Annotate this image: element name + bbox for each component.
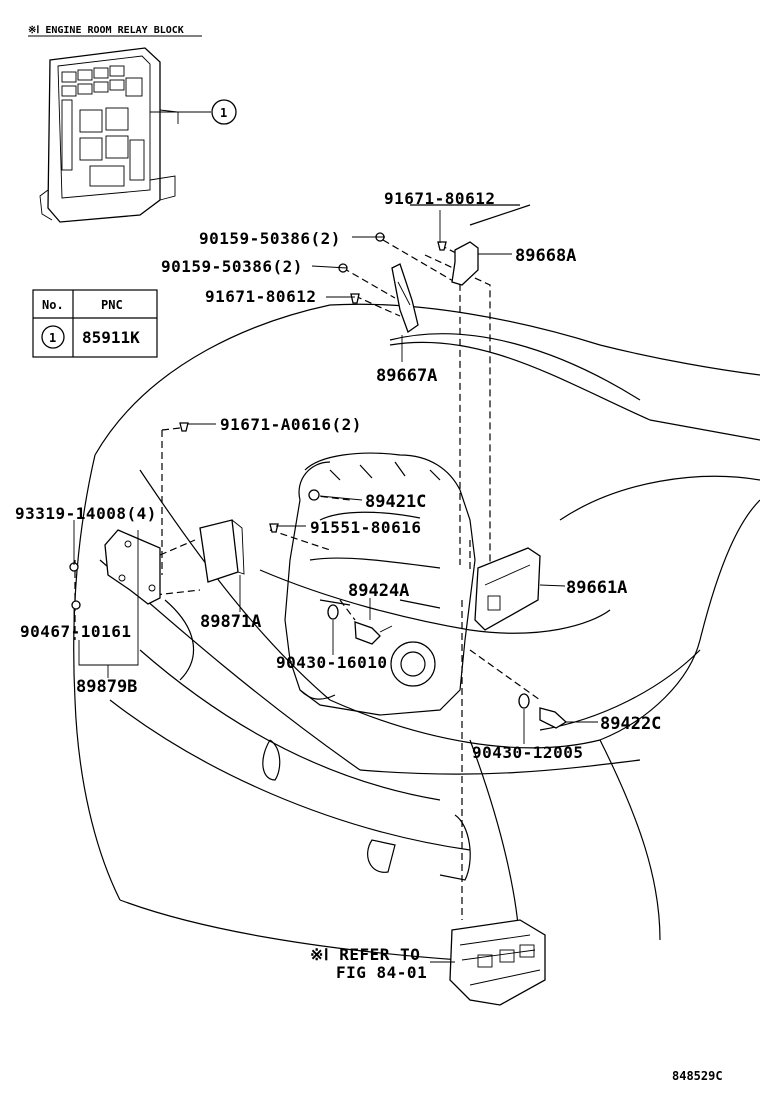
bracket-89879B-illustration	[104, 529, 161, 605]
label-89668A: 89668A	[515, 246, 576, 266]
label-90430-16010: 90430-16010	[276, 653, 387, 672]
label-91551-80616: 91551-80616	[310, 518, 421, 537]
sensor-89424A-illustration	[354, 621, 393, 645]
relay-block-bottom-illustration	[449, 919, 546, 1006]
sensor-89422C-illustration	[539, 707, 568, 729]
pnc-table-row-pnc: 85911K	[82, 328, 140, 347]
label-90430-12005: 90430-12005	[472, 743, 583, 762]
label-91671-80612-mid: 91671-80612	[205, 287, 316, 306]
relay-block-top-illustration	[39, 47, 179, 223]
pnc-table-col-pnc: PNC	[101, 298, 123, 312]
label-90159-50386-a: 90159-50386(2)	[199, 229, 341, 248]
pnc-table-row-no: 1	[49, 331, 56, 345]
label-89667A: 89667A	[376, 366, 437, 386]
ecu-89871A-illustration	[199, 519, 245, 583]
fastener-icons	[69, 232, 530, 709]
pnc-table: No. PNC 1 85911K	[32, 289, 158, 358]
label-90467-10161: 90467-10161	[20, 622, 131, 641]
refer-note-line1: ※Ⅰ REFER TO	[310, 945, 420, 964]
leader-lines	[73, 210, 598, 963]
label-89871A: 89871A	[200, 612, 261, 632]
label-89421C: 89421C	[365, 492, 426, 512]
bracket-89667A-illustration	[391, 263, 419, 334]
callout-1-circle: 1	[211, 99, 237, 125]
label-90159-50386-b: 90159-50386(2)	[161, 257, 303, 276]
label-89879B: 89879B	[76, 677, 137, 697]
refer-note-line2: FIG 84-01	[336, 963, 427, 982]
ecu-89661A-illustration	[474, 547, 541, 631]
label-91671-80612-top: 91671-80612	[384, 189, 495, 208]
label-89661A: 89661A	[566, 578, 627, 598]
header-note: ※Ⅰ ENGINE ROOM RELAY BLOCK	[28, 25, 184, 36]
svg-text:1: 1	[220, 106, 227, 120]
pnc-table-col-no: No.	[42, 298, 64, 312]
label-89424A: 89424A	[348, 581, 409, 601]
bracket-89668A-illustration	[451, 241, 479, 286]
label-91671-A0616: 91671-A0616(2)	[220, 415, 362, 434]
label-89422C: 89422C	[600, 714, 661, 734]
label-93319-14008: 93319-14008(4)	[15, 504, 157, 523]
figure-code: 848529C	[672, 1069, 723, 1083]
vehicle-body-outline	[73, 204, 760, 961]
engine-illustration	[284, 452, 476, 716]
